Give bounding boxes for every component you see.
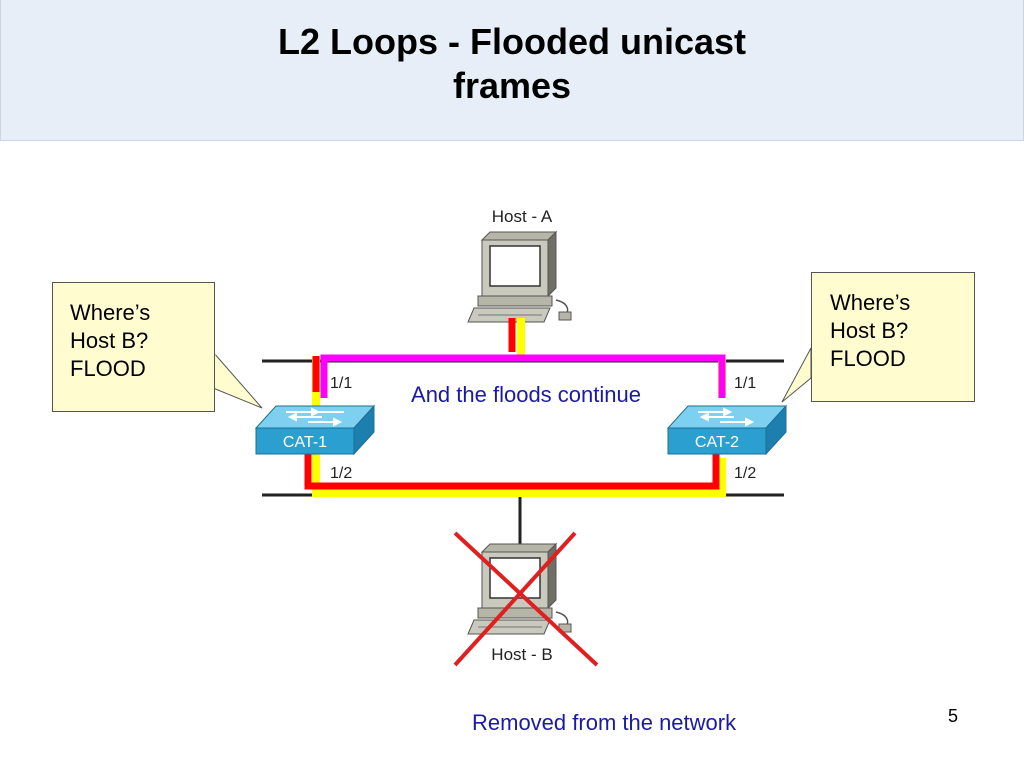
cat-1-label: CAT-1: [283, 434, 327, 451]
cat-1-switch-icon: [254, 404, 376, 456]
loop-label: And the floods continue: [411, 382, 641, 407]
flood-path-red: [304, 318, 720, 490]
cat-2-switch-icon: [666, 404, 788, 456]
cat-2-port-top: 1/1: [734, 375, 756, 392]
title-bar: [0, 0, 1024, 141]
host-a-computer-icon: [467, 230, 572, 323]
cat-2-port-bottom: 1/2: [734, 465, 756, 482]
cat-1-port-top: 1/1: [330, 375, 352, 392]
callout-right-line-1: Where’s: [830, 290, 911, 315]
host-a-label: Host - A: [492, 207, 553, 226]
callout-left-line-3: FLOOD: [70, 356, 146, 381]
cat-1-port-bottom: 1/2: [330, 465, 352, 482]
callout-right: Where’s Host B? FLOOD: [811, 272, 975, 402]
callout-left-line-1: Where’s: [70, 300, 151, 325]
callout-right-line-3: FLOOD: [830, 346, 906, 371]
callout-right-line-2: Host B?: [830, 318, 909, 343]
cat-2-label: CAT-2: [695, 434, 739, 451]
page-number: 5: [948, 706, 959, 726]
title-line-1: L2 Loops - Flooded unicast: [278, 21, 746, 62]
callout-left-pointer: [212, 350, 263, 409]
removed-caption: Removed from the network: [472, 710, 737, 735]
flood-path-magenta: [320, 354, 726, 398]
callout-right-pointer: [781, 347, 812, 403]
callout-left-line-2: Host B?: [70, 328, 149, 353]
callout-left: Where’s Host B? FLOOD: [52, 282, 215, 412]
slide-title: L2 Loops - Flooded unicast frames: [0, 20, 1024, 108]
host-b-label: Host - B: [491, 645, 552, 664]
removed-x-mark: [453, 531, 599, 667]
title-line-2: frames: [452, 65, 572, 106]
